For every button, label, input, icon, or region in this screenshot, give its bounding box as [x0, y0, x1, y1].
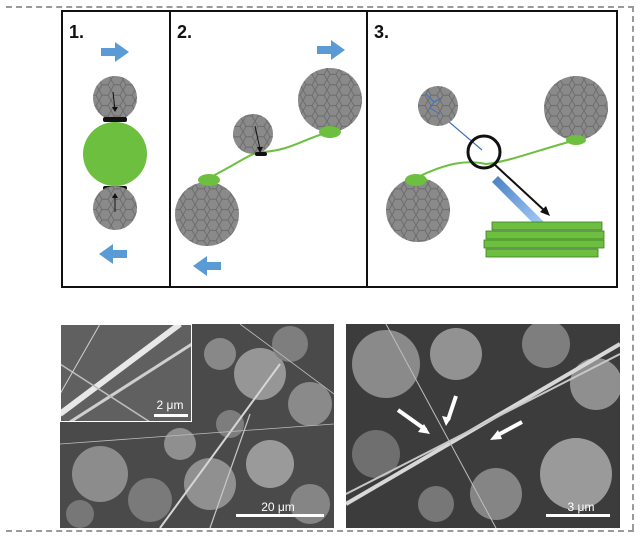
panel-3-label: 3.	[374, 22, 390, 42]
white-arrow-icon	[446, 395, 458, 421]
arrow-right-icon	[317, 40, 345, 60]
bottom-dashed-border	[6, 530, 634, 532]
sem-image-right: 3 μm	[346, 324, 620, 528]
main-scale-bar	[236, 514, 324, 517]
panel-2-diagram	[175, 40, 362, 276]
arrow-right-icon	[101, 42, 129, 62]
arrow-left-icon	[99, 244, 127, 264]
sem-inset: 2 μm	[60, 324, 192, 422]
right-dashed-border	[632, 6, 634, 530]
panel-3-diagram	[386, 76, 608, 258]
green-bar	[485, 230, 605, 240]
panel-3: 3.	[366, 10, 618, 288]
panel-1-diagram	[83, 42, 147, 264]
sem-left-texture	[60, 324, 334, 528]
top-dashed-border	[6, 6, 634, 8]
sem-image-left: 2 μm 20 μm	[60, 324, 334, 528]
panel-2: 2.	[169, 10, 368, 288]
white-arrow-icon	[396, 408, 428, 432]
magnifier-circle	[466, 134, 502, 170]
inset-scale-bar	[154, 414, 188, 417]
green-bar	[491, 221, 603, 231]
black-arrow-icon	[540, 206, 550, 216]
sem-right-texture	[346, 324, 620, 528]
green-sphere	[83, 122, 147, 186]
green-bar	[485, 248, 599, 258]
right-scale-bar	[546, 514, 610, 517]
panel-1: 1.	[61, 10, 171, 288]
inset-scale-label: 2 μm	[156, 398, 184, 412]
arrow-left-icon	[193, 256, 221, 276]
white-arrow-icon	[495, 420, 523, 438]
sem-inset-texture	[60, 324, 192, 422]
right-scale-label: 3 μm	[567, 500, 595, 514]
green-fiber	[415, 139, 577, 179]
main-scale-label: 20 μm	[261, 500, 295, 514]
panel-1-label: 1.	[69, 22, 85, 42]
blue-rod	[492, 176, 546, 230]
panel-2-label: 2.	[177, 22, 193, 42]
green-bar	[483, 239, 605, 249]
